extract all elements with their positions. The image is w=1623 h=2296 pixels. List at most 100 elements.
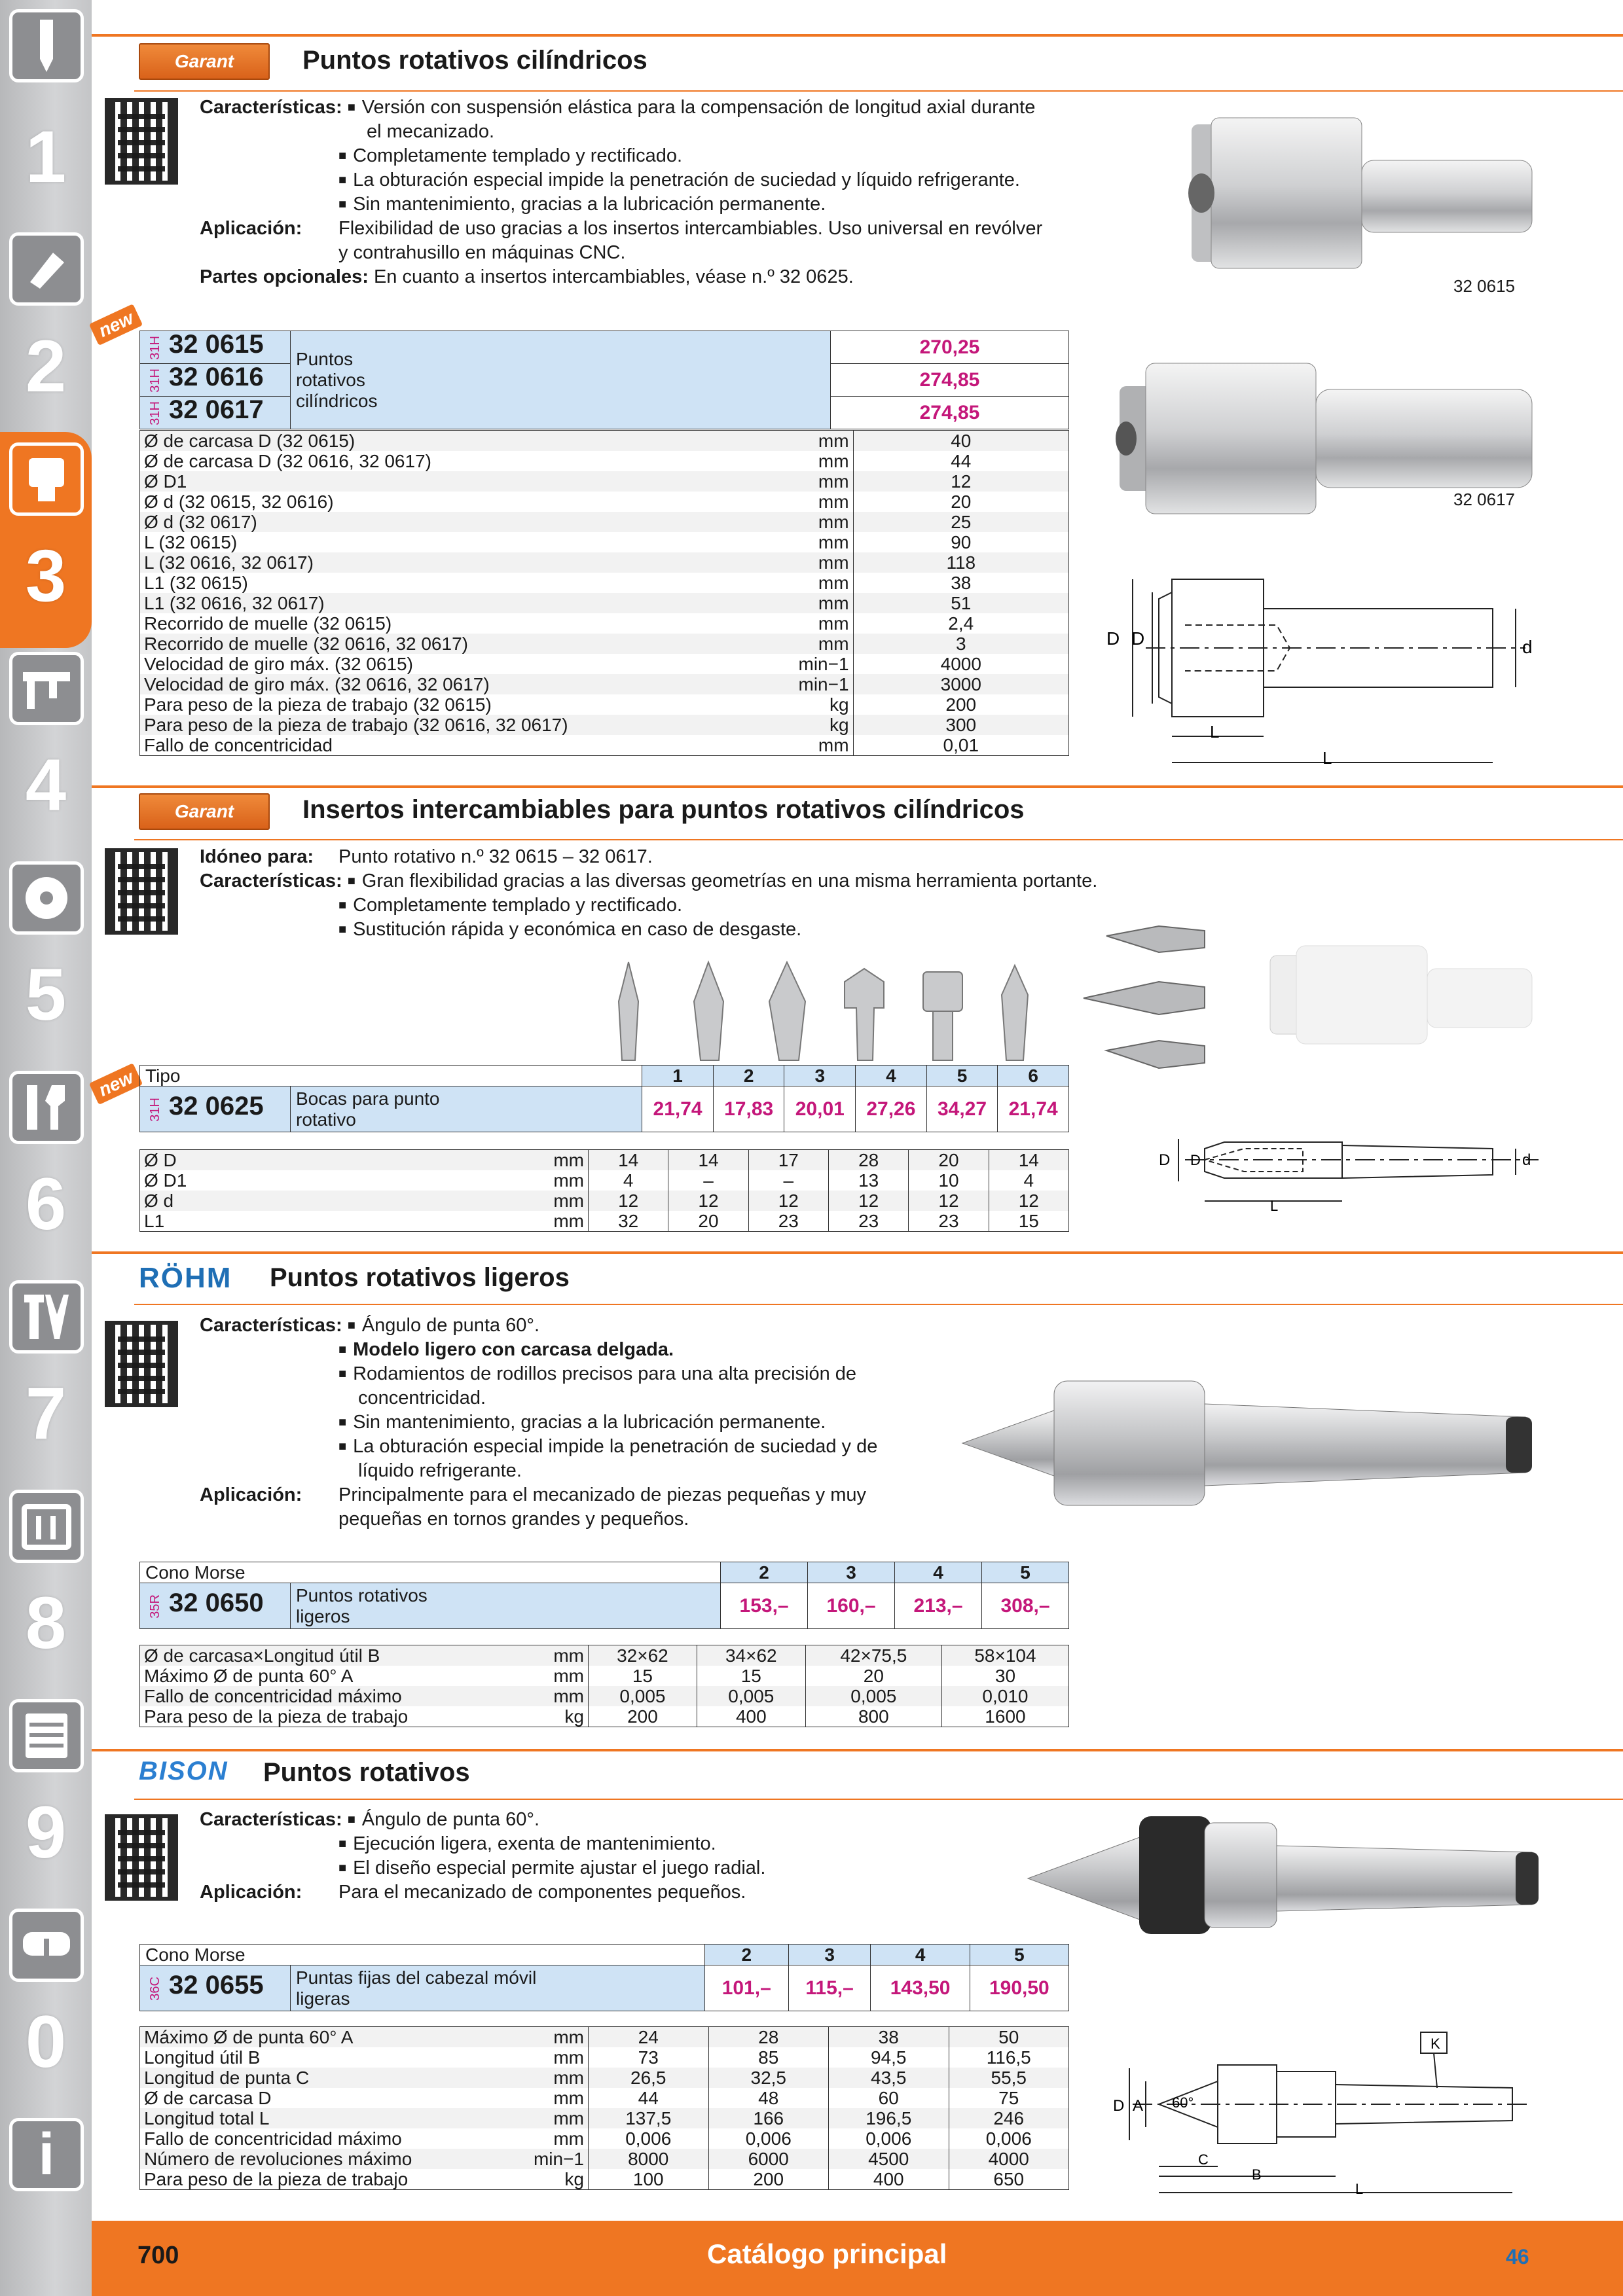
saw-blade-icon[interactable]: [9, 861, 84, 935]
chapter-number-5[interactable]: 5: [25, 954, 67, 1035]
spec-value: 23: [908, 1211, 989, 1232]
svg-text:B: B: [1252, 2166, 1262, 2183]
qr-code[interactable]: [105, 848, 178, 935]
spec-value: 12: [828, 1191, 909, 1211]
spec-value: 28: [708, 2026, 829, 2047]
section-rule: [92, 785, 1623, 788]
qr-code[interactable]: [105, 1321, 178, 1407]
price: 190,50: [969, 1965, 1070, 2011]
article-number[interactable]: 32 0655: [169, 1971, 264, 2000]
section-underline: [134, 1799, 1623, 1800]
spec-unit: mm: [553, 2128, 584, 2149]
drill-icon[interactable]: [9, 9, 84, 82]
article-number[interactable]: 32 0625: [169, 1092, 264, 1121]
type-col: 4: [855, 1065, 927, 1086]
cabinet-icon[interactable]: [9, 1699, 84, 1772]
chapter-number-9[interactable]: 9: [25, 1791, 67, 1873]
pliers-icon[interactable]: [9, 1280, 84, 1354]
chapter-number-6[interactable]: 6: [25, 1163, 67, 1245]
spec-unit: mm: [818, 532, 849, 552]
spec-value: 28: [828, 1149, 909, 1170]
wrench-icon[interactable]: [9, 1071, 84, 1144]
svg-text:D: D: [1106, 628, 1120, 649]
chapter-number-4[interactable]: 4: [25, 744, 67, 826]
spec-label: Recorrido de muelle (32 0615): [144, 613, 392, 634]
insert-icon[interactable]: [9, 232, 84, 306]
price: 21,74: [642, 1086, 714, 1132]
svg-text:L: L: [1210, 722, 1219, 742]
chapter-number-0[interactable]: 0: [25, 2001, 67, 2083]
spec-value: –: [668, 1170, 749, 1191]
spec-unit: mm: [818, 451, 849, 471]
spec-label: Ø D: [144, 1150, 177, 1170]
article-number[interactable]: 32 0650: [169, 1588, 264, 1618]
features-block: Características: Ángulo de punta 60°. Ej…: [200, 1808, 953, 1905]
price: 274,85: [830, 396, 1069, 429]
morse-col: 5: [981, 1562, 1069, 1583]
spec-value: 118: [852, 552, 1069, 573]
spec-label: Ø D1: [144, 1170, 187, 1191]
spec-value: 137,5: [588, 2108, 708, 2128]
article-number[interactable]: 32 0615: [169, 330, 264, 359]
spec-label: Longitud de punta C: [144, 2068, 310, 2088]
spec-label: Recorrido de muelle (32 0616, 32 0617): [144, 634, 468, 654]
type-col: 3: [784, 1065, 856, 1086]
suitable-text: Punto rotativo n.º 32 0615 – 32 0617.: [338, 846, 653, 867]
chapter-number-1[interactable]: 1: [25, 116, 67, 198]
feature-item: Rodamientos de rodillos precisos para un…: [200, 1362, 953, 1386]
caliper-icon[interactable]: [9, 652, 84, 725]
chapter-number-7[interactable]: 7: [25, 1372, 67, 1454]
morse-col: 2: [704, 1944, 789, 1965]
info-icon[interactable]: i: [9, 2118, 84, 2191]
safety-glasses-icon[interactable]: [9, 1909, 84, 1982]
application-label: Aplicación:: [200, 218, 302, 239]
spec-label: Máximo Ø de punta 60° A: [144, 1666, 354, 1686]
spec-label: Para peso de la pieza de trabajo (32 061…: [144, 694, 492, 715]
chapter-number-8[interactable]: 8: [25, 1582, 67, 1664]
application-label: Aplicación:: [200, 1882, 302, 1903]
spec-value: 20: [668, 1211, 749, 1232]
spec-value: 60: [828, 2088, 949, 2108]
spec-unit: mm: [553, 1686, 584, 1706]
qr-code[interactable]: [105, 98, 178, 185]
article-number[interactable]: 32 0616: [169, 363, 264, 392]
spec-value: 4000: [852, 654, 1069, 674]
svg-text:D: D: [1190, 1152, 1201, 1168]
spec-value: 30: [941, 1666, 1069, 1686]
morse-col: 3: [807, 1562, 896, 1583]
morse-cone-label: Cono Morse: [139, 1562, 721, 1583]
spec-value: 3: [852, 634, 1069, 654]
price: 34,27: [926, 1086, 998, 1132]
features-block: Idóneo para:Punto rotativo n.º 32 0615 –…: [200, 845, 1149, 942]
tool-case-icon[interactable]: [9, 1490, 84, 1563]
morse-col: 3: [788, 1944, 871, 1965]
spec-unit: mm: [553, 2027, 584, 2047]
spec-value: 400: [696, 1706, 806, 1727]
chuck-icon[interactable]: [9, 442, 84, 516]
features-label: Características:: [200, 97, 342, 118]
application-text: Principalmente para el mecanizado de pie…: [338, 1484, 867, 1505]
spec-unit: kg: [564, 2169, 584, 2189]
spec-value: 0,010: [941, 1686, 1069, 1706]
chapter-number-3[interactable]: 3: [25, 535, 67, 617]
spec-unit: mm: [818, 613, 849, 634]
spec-label: Ø D1: [144, 471, 187, 492]
chapter-number-2[interactable]: 2: [25, 325, 67, 407]
spec-unit: mm: [553, 2108, 584, 2128]
spec-row: Para peso de la pieza de trabajo (32 061…: [139, 715, 1069, 735]
article-number[interactable]: 32 0617: [169, 395, 264, 425]
features-label: Características:: [200, 870, 342, 891]
spec-value: 40: [852, 430, 1069, 451]
spec-value: 0,005: [805, 1686, 942, 1706]
qr-code[interactable]: [105, 1814, 178, 1901]
feature-item: Sin mantenimiento, gracias a la lubricac…: [200, 192, 1084, 217]
